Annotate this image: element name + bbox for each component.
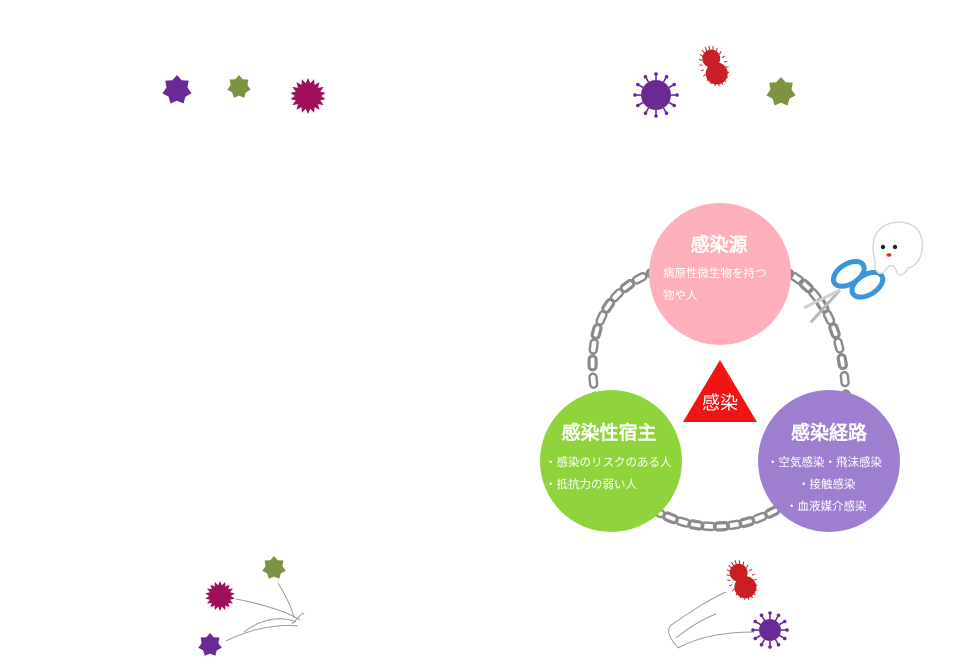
bacteria-icon	[698, 45, 730, 87]
chain-link	[587, 354, 598, 372]
chain-link	[588, 372, 599, 389]
chain-link	[588, 338, 599, 355]
germ-icon	[766, 77, 796, 106]
chain-link	[789, 271, 805, 285]
infection-triangle: 感染	[683, 360, 757, 422]
susceptible-host-title: 感染性宿主	[561, 421, 656, 444]
transmission-route-title: 感染経路	[791, 421, 868, 444]
germ-icon	[198, 633, 222, 656]
infection-source-title: 感染源	[690, 233, 747, 256]
chain-link	[798, 278, 814, 294]
bacteria-icon	[726, 560, 758, 600]
scissors-icon	[803, 259, 886, 324]
chain-link	[590, 323, 603, 340]
motion-lines-left	[225, 582, 305, 642]
chain-link	[839, 370, 850, 388]
germ-icon	[227, 75, 251, 98]
infection-source-line-2: 物や人	[663, 288, 698, 302]
transmission-route-line-2: ・接触感染	[798, 477, 856, 491]
germ-icon	[262, 556, 286, 579]
transmission-route-node: 感染経路 ・空気感染・飛沫感染 ・接触感染 ・血液媒介感染	[758, 390, 900, 532]
chain-link	[833, 337, 845, 354]
virus-icon	[633, 72, 679, 118]
virus-icon	[751, 611, 789, 649]
infection-source-line-1: 病原性微生物を持つ	[663, 266, 767, 280]
infection-label: 感染	[702, 393, 738, 414]
germ-icon	[205, 581, 235, 611]
motion-lines-right	[668, 591, 755, 649]
chain-link	[836, 353, 848, 371]
transmission-route-line-1: ・空気感染・飛沫感染	[767, 455, 882, 469]
infection-source-node: 感染源 病原性微生物を持つ 物や人	[649, 203, 791, 345]
transmission-route-line-3: ・血液媒介感染	[786, 499, 867, 513]
tooth-mascot-icon	[872, 221, 924, 276]
susceptible-host-node: 感染性宿主 ・感染のリスクのある人 ・抵抗力の弱い人	[540, 390, 682, 532]
susceptible-host-line-2: ・抵抗力の弱い人	[545, 477, 637, 491]
chain-link	[828, 322, 841, 340]
germ-icon	[162, 75, 192, 104]
chain-link	[712, 521, 730, 532]
susceptible-host-line-1: ・感染のリスクのある人	[545, 455, 672, 469]
germ-icon	[290, 78, 326, 114]
